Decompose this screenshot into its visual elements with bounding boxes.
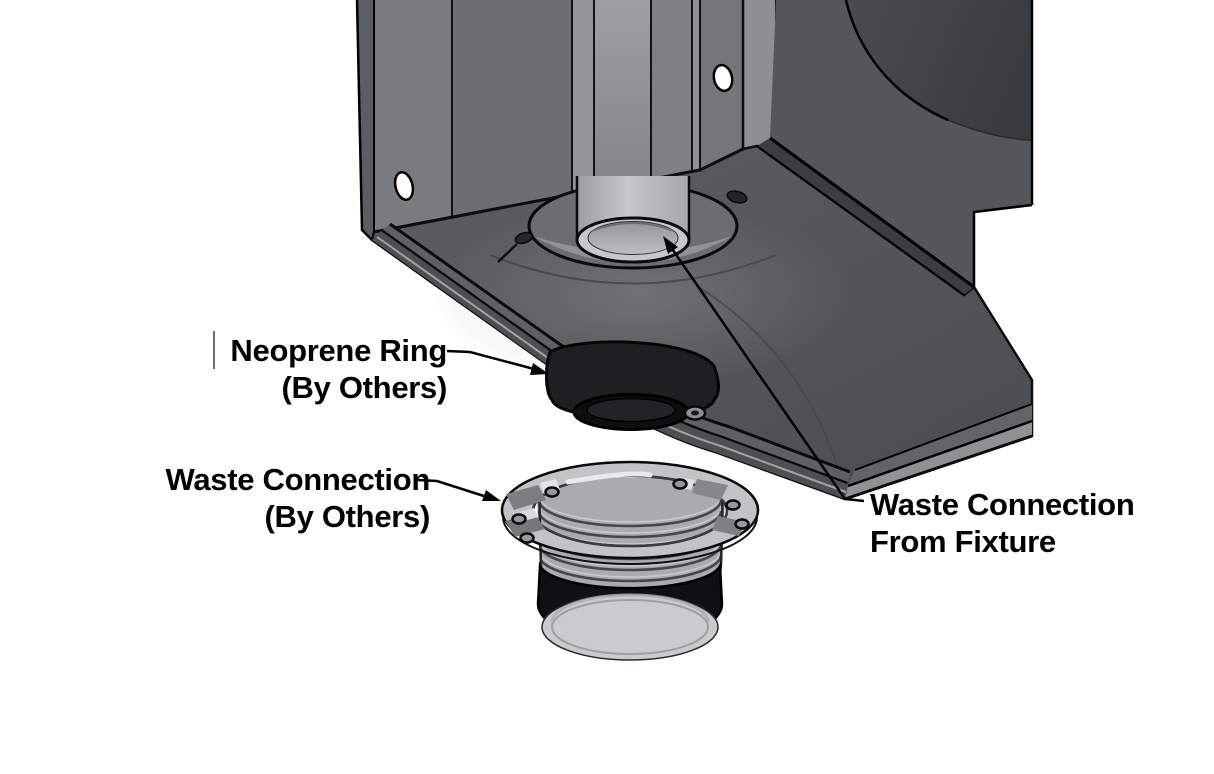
cabinet-right-wall	[770, 0, 1034, 287]
neoprene-ring-bore	[586, 397, 676, 423]
callout-waste-connection-others: Waste Connection (By Others)	[118, 461, 431, 535]
waste-connection-fitting	[500, 460, 760, 661]
arrowhead-waste-others	[482, 490, 501, 501]
callout-neoprene-ring: Neoprene Ring (By Others)	[150, 332, 447, 406]
leader-arrowheads	[482, 236, 678, 501]
cabinet-back-wall	[374, 0, 743, 232]
wall-hole-right	[712, 63, 734, 93]
stray-cursor-line	[213, 331, 215, 369]
leader-waste-fixture	[666, 242, 865, 503]
neoprene-ring	[545, 340, 720, 431]
arrowhead-neoprene	[530, 363, 549, 375]
callout-neoprene-ring-line2: (By Others)	[281, 370, 447, 405]
recess-tab-left	[514, 231, 534, 245]
recess-crescent	[533, 236, 733, 263]
leader-lines	[416, 242, 865, 503]
drain-recess	[497, 176, 748, 270]
flange-screw-holes	[511, 478, 750, 544]
callout-waste-others-line1: Waste Connection	[165, 462, 431, 497]
arrowhead-waste-fixture	[663, 236, 678, 254]
threaded-pipe	[536, 478, 726, 596]
callout-waste-others-line2: (By Others)	[264, 499, 430, 534]
callout-waste-fixture-line1: Waste Connection	[870, 487, 1135, 522]
leader-waste-others	[416, 478, 488, 499]
recess-tab-left-line	[497, 243, 518, 263]
callout-waste-fixture-line2: From Fixture	[870, 524, 1056, 559]
cabinet-left-wall	[355, 0, 375, 241]
wall-hole-left	[393, 171, 415, 201]
recess-tab-right	[726, 190, 748, 204]
leader-neoprene-ring	[446, 349, 535, 371]
callout-neoprene-ring-line1: Neoprene Ring	[230, 333, 447, 368]
drain-spud-bore	[587, 221, 679, 255]
callout-waste-connection-fixture: Waste Connection From Fixture	[870, 486, 1135, 560]
duct-curve	[844, 0, 949, 122]
